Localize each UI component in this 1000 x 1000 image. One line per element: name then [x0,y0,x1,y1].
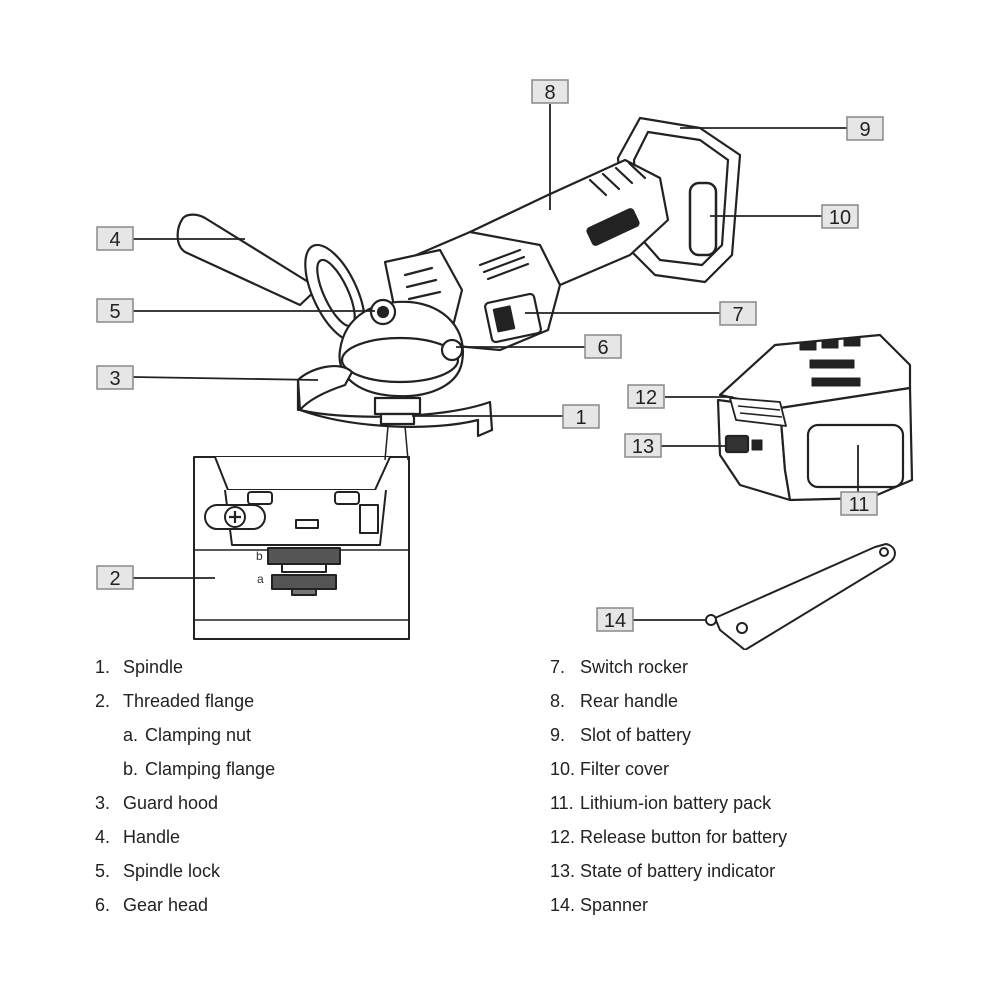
svg-text:11: 11 [849,494,870,516]
spanner-illustration [705,543,896,650]
legend-num: 12. [550,827,576,847]
legend-item: 9. Slot of battery [550,718,787,752]
brand-badge [586,208,640,246]
legend-item: 1. Spindle [95,650,275,684]
callout-3: 3 [96,365,134,390]
leader-3 [132,376,319,381]
legend-num: a. [123,725,139,745]
legend-text: Handle [123,827,181,847]
svg-text:1: 1 [575,407,586,429]
legend-num: 9. [550,725,566,745]
svg-text:6: 6 [597,337,608,359]
svg-text:5: 5 [109,301,120,323]
callout-14: 14 [596,607,634,632]
legend-text: Guard hood [123,793,219,813]
legend-right: 7. Switch rocker 8. Rear handle 9. Slot of … [550,650,787,922]
svg-text:12: 12 [635,387,657,409]
legend-text: Clamping nut [145,725,252,745]
svg-text:10: 10 [829,207,851,229]
svg-text:4: 4 [109,229,120,251]
callout-1: 1 [562,404,600,429]
svg-text:14: 14 [604,610,626,632]
svg-text:7: 7 [732,304,743,326]
legend-num: 10. [550,759,576,779]
svg-text:2: 2 [109,568,120,590]
legend-num: 2. [95,691,111,711]
legend-item: 4. Handle [95,820,275,854]
legend-num: 1. [95,657,111,677]
legend-item: 14.Spanner [550,888,787,922]
legend-text: Slot of battery [580,725,692,745]
battery-release-button-shape [729,397,787,427]
legend-left: 1. Spindle 2. Threaded flange a. Clamping n… [95,650,275,922]
legend-num: 11. [550,793,574,813]
legend-item: 13.State of battery indicator [550,854,787,888]
svg-text:8: 8 [544,82,555,104]
clamping-nut-shape [271,574,337,590]
legend-text: Spindle [123,657,184,677]
svg-text:9: 9 [859,119,870,141]
legend-num: 8. [550,691,566,711]
legend-item: 11. Lithium-ion battery pack [550,786,787,820]
legend-num: 5. [95,861,111,881]
callout-8: 8 [531,79,569,104]
side-handle-shape [176,213,320,307]
filter-cover-shape [688,181,718,257]
legend-text: Switch rocker [580,657,689,677]
legend-item: 2. Threaded flange [95,684,275,718]
callout-10: 10 [821,204,859,229]
grinder-illustration [176,116,742,438]
legend-text: State of battery indicator [580,861,776,881]
legend-num: 4. [95,827,111,847]
callout-11: 11 [840,491,878,516]
legend-num: 13. [550,861,576,881]
legend-text: Threaded flange [123,691,255,711]
svg-text:3: 3 [109,368,120,390]
legend-item: 7. Switch rocker [550,650,787,684]
threaded-flange-detail: b a [193,425,410,640]
legend-num: 14. [550,895,576,915]
callout-12: 12 [627,384,665,409]
legend-text: Rear handle [580,691,679,711]
legend-num: b. [123,759,139,779]
legend-text: Spindle lock [123,861,221,881]
detail-letter-a: a [257,572,264,586]
legend-item: 8. Rear handle [550,684,787,718]
legend-text: Release button for battery [580,827,788,847]
legend-item: 10.Filter cover [550,752,787,786]
spanner-shape [714,543,896,650]
legend-text: Spanner [580,895,649,915]
angle-grinder-diagram: b a [96,79,914,650]
legend-item: 12.Release button for battery [550,820,787,854]
callout-9: 9 [846,116,884,141]
legend-num: 7. [550,657,566,677]
legend-item: 5. Spindle lock [95,854,275,888]
callout-7: 7 [719,301,757,326]
detail-letter-b: b [256,549,263,563]
callout-13: 13 [624,433,662,458]
svg-text:13: 13 [632,436,654,458]
legend-text: Clamping flange [145,759,276,779]
callout-2: 2 [96,565,134,590]
legend-text: Lithium-ion battery pack [580,793,772,813]
battery-pack-illustration [716,333,914,502]
legend-subitem: a. Clamping nut [95,718,275,752]
guard-hood-shape [296,364,354,412]
legend-num: 3. [95,793,111,813]
legend-subitem: b. Clamping flange [95,752,275,786]
callout-6: 6 [584,334,622,359]
spindle-shape [373,396,422,416]
battery-indicator-shape [724,434,750,454]
callout-labels: 1 2 3 4 5 6 7 8 [96,79,884,632]
callout-4: 4 [96,226,134,251]
legend-text: Filter cover [580,759,670,779]
clamping-flange-shape [267,547,341,565]
leader-lines [132,104,859,621]
legend-text: Gear head [123,895,209,915]
legend-item: 3. Guard hood [95,786,275,820]
legend-num: 6. [95,895,111,915]
callout-5: 5 [96,298,134,323]
legend-item: 6. Gear head [95,888,275,922]
